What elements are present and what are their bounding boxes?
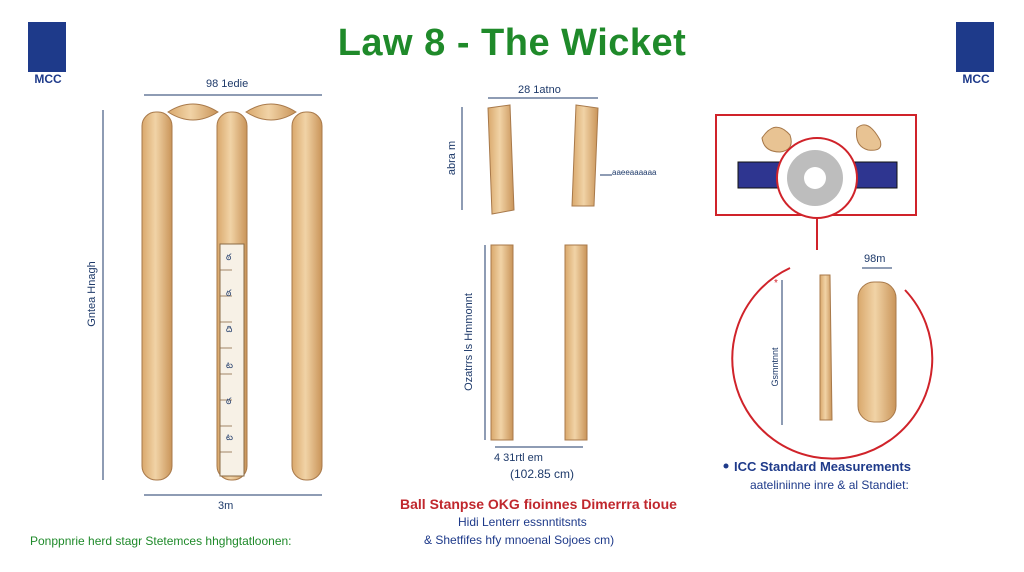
scale-mark: ది bbox=[226, 324, 233, 334]
bottom-left-caption: Ponppnrie herd stagr Stetemces hhghgtatl… bbox=[30, 534, 292, 548]
caption-line-3: & Shetfifes hfy mnoenal Sojoes cm) bbox=[424, 533, 615, 547]
mid-bottom-label-1: 4 31rtl em bbox=[494, 452, 543, 464]
stump-detail-right bbox=[564, 244, 588, 441]
middle-detail-group bbox=[461, 97, 612, 448]
measuring-scale bbox=[219, 243, 245, 477]
bail-right bbox=[245, 103, 297, 121]
right-bottom-detail: * bbox=[731, 267, 934, 460]
scale-mark: ట bbox=[226, 432, 233, 442]
icc-caption-sub: aateliniinne inre & al Standiet: bbox=[750, 478, 909, 492]
left-top-width-label: 98 1edie bbox=[206, 78, 249, 90]
stump-circle-core bbox=[804, 167, 826, 189]
bail-piece-right bbox=[571, 104, 599, 207]
bail-end-right bbox=[856, 124, 882, 151]
mcc-logo-text: MCC bbox=[34, 72, 62, 86]
scale-mark: ట bbox=[226, 360, 233, 370]
left-height-label: Gntea Hnagh bbox=[86, 261, 98, 327]
mcc-crest-icon bbox=[28, 22, 66, 72]
right-top-detail bbox=[715, 114, 917, 250]
scale-mark: ఠ bbox=[226, 288, 232, 298]
mcc-logo-right: MCC bbox=[956, 22, 996, 86]
stump-off bbox=[141, 111, 173, 481]
bail-left bbox=[167, 103, 219, 121]
bail-piece-left bbox=[487, 104, 515, 215]
scale-mark: ఠ bbox=[226, 396, 232, 406]
stump-section-right bbox=[854, 161, 898, 189]
scale-marks: ఠ ఠ ది ట ఠ ట bbox=[226, 252, 240, 468]
scale-ticks bbox=[220, 269, 232, 453]
mcc-crest-icon bbox=[956, 22, 994, 72]
stump-profile-thin bbox=[819, 274, 833, 421]
mid-bottom-label-2: (102.85 cm) bbox=[510, 467, 575, 481]
bullet-icon bbox=[723, 463, 729, 469]
stump-detail-left bbox=[490, 244, 514, 441]
mcc-logo-text: MCC bbox=[962, 72, 990, 86]
icc-caption-title: ICC Standard Measurements bbox=[734, 459, 911, 474]
red-arc bbox=[731, 267, 934, 460]
bail-end-left bbox=[761, 126, 792, 153]
stump-profile-wide bbox=[857, 281, 897, 423]
mid-stump-height-label: Ozatrrs ls Hmmonnt bbox=[463, 293, 475, 391]
mcc-logo-left: MCC bbox=[28, 22, 68, 86]
stump-section-left bbox=[737, 161, 781, 189]
left-bottom-width-label: 3m bbox=[218, 500, 234, 512]
left-stumps-group bbox=[102, 94, 323, 496]
mid-bail-height-label: abra m bbox=[446, 140, 458, 176]
mid-annotation-label: aaeeaaaaaa bbox=[612, 168, 657, 177]
scale-mark: ఠ bbox=[226, 252, 232, 262]
caption-line-2: Hidi Lenterr essnntitsnts bbox=[458, 515, 587, 529]
mid-top-width-label: 28 1atno bbox=[518, 84, 561, 96]
stump-leg bbox=[291, 111, 323, 481]
page-title: Law 8 - The Wicket bbox=[337, 22, 687, 64]
right-vertical-label: Gsmntnnt bbox=[770, 347, 780, 387]
right-width-label: 98m bbox=[864, 253, 886, 265]
asterisk-mark: * bbox=[774, 278, 778, 289]
ball-stumps-caption: Ball Stanpse OKG fioinnes Dimerrra tioue bbox=[400, 496, 677, 512]
